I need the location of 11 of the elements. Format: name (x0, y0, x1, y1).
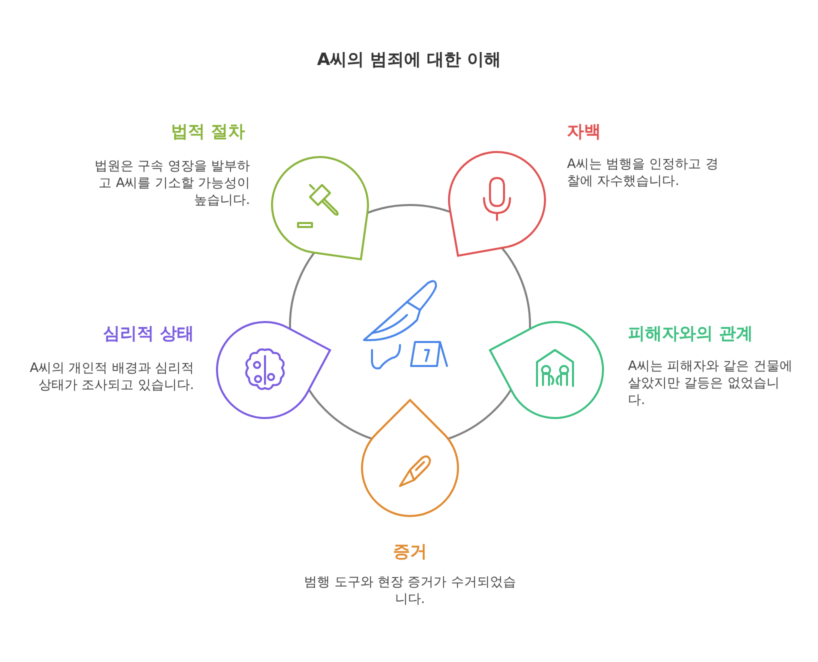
description: A씨의 개인적 배경과 심리적 상태가 조사되고 있습니다. (28, 360, 194, 394)
heading: 피해자와의 관계 (628, 323, 754, 345)
description: 법원은 구속 영장을 발부하고 A씨를 기소할 가능성이 높습니다. (94, 158, 250, 209)
heading: 증거 (392, 541, 428, 563)
heading: 법적 절차 (170, 121, 246, 143)
heading: 심리적 상태 (102, 323, 194, 345)
description: A씨는 범행을 인정하고 경찰에 자수했습니다. (567, 156, 720, 190)
title: A씨의 범죄에 대한 이해 (316, 49, 502, 71)
description: 범행 도구와 현장 증거가 수거되었습니다. (303, 574, 517, 608)
heading: 자백 (567, 121, 602, 143)
description: A씨는 피해자와 같은 건물에 살았지만 갈등은 없었습니다. (628, 358, 793, 409)
